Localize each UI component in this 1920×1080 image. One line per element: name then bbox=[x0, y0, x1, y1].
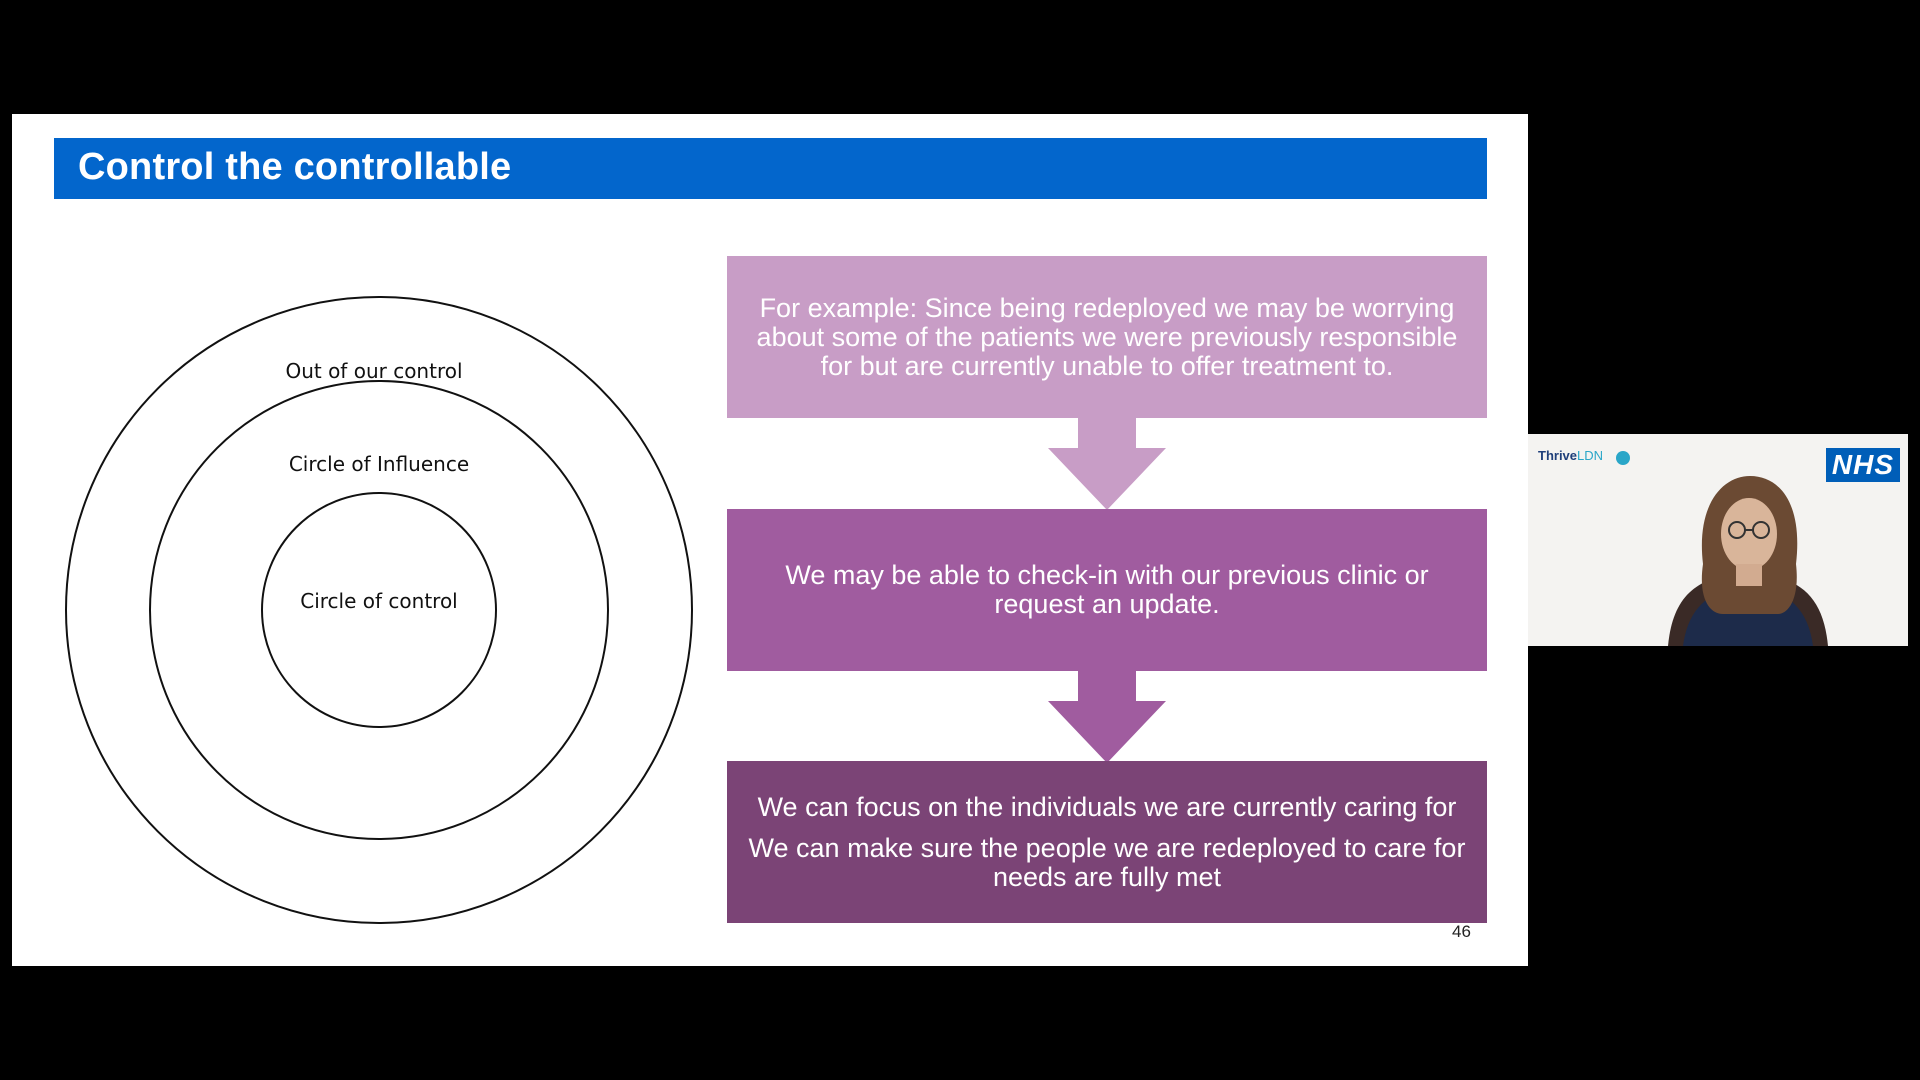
thrive-ldn-logo: ThriveLDN bbox=[1538, 448, 1603, 463]
flow-box-influence-text: We may be able to check-in with our prev… bbox=[785, 560, 1429, 619]
flow-box-example: For example: Since being redeployed we m… bbox=[727, 256, 1487, 418]
slide-title: Control the controllable bbox=[78, 146, 512, 188]
nhs-logo: NHS bbox=[1825, 448, 1900, 482]
down-arrow-1 bbox=[1048, 418, 1166, 510]
thrive-logo-part2: LDN bbox=[1577, 448, 1604, 463]
flow-box-example-text: For example: Since being redeployed we m… bbox=[756, 292, 1458, 381]
thrive-badge-icon bbox=[1616, 451, 1630, 465]
concentric-circles-diagram: Out of our control Circle of Influence C… bbox=[65, 296, 693, 924]
middle-circle-label: Circle of Influence bbox=[289, 452, 469, 476]
presenter-webcam: ThriveLDN NHS bbox=[1528, 434, 1908, 646]
middle-circle bbox=[149, 380, 609, 840]
flow-box-control: We can focus on the individuals we are c… bbox=[727, 761, 1487, 923]
flow-box-influence: We may be able to check-in with our prev… bbox=[727, 509, 1487, 671]
title-bar: Control the controllable bbox=[54, 138, 1487, 199]
presentation-slide: Control the controllable Out of our cont… bbox=[12, 114, 1528, 966]
presenter-video-icon bbox=[1668, 476, 1828, 646]
outer-circle-label: Out of our control bbox=[285, 359, 462, 383]
slide-number: 46 bbox=[1452, 922, 1471, 941]
thrive-logo-part1: Thrive bbox=[1538, 448, 1578, 463]
inner-circle bbox=[261, 492, 497, 728]
down-arrow-2 bbox=[1048, 671, 1166, 763]
inner-circle-label: Circle of control bbox=[300, 589, 457, 613]
outer-circle bbox=[65, 296, 693, 924]
flow-box-control-text-1: We can focus on the individuals we are c… bbox=[757, 791, 1457, 822]
flow-box-control-text-2: We can make sure the people we are redep… bbox=[748, 832, 1466, 892]
